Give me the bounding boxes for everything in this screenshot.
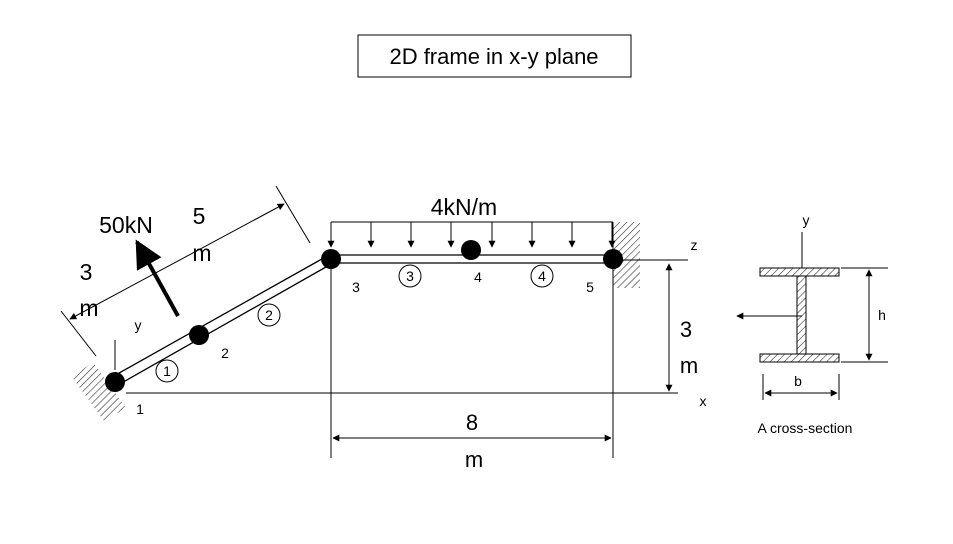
incline-length-unit: m (192, 240, 211, 266)
axis-label-y: y (135, 317, 142, 333)
point-load-label: 50kN (99, 212, 153, 238)
element-label-1-text: 1 (163, 363, 171, 379)
cross-section (736, 232, 888, 400)
distributed-load (327, 221, 616, 248)
title-box: 2D frame in x-y plane (357, 34, 632, 78)
node-1 (105, 372, 125, 392)
node-label-1: 1 (136, 401, 144, 417)
axis-label-x: x (700, 393, 707, 409)
cross-section-y-label: y (803, 212, 810, 228)
element-label-3-text: 3 (406, 268, 414, 284)
element-label-2-text: 2 (265, 307, 273, 323)
node-5 (603, 249, 623, 269)
node-label-3: 3 (352, 279, 360, 295)
node-3 (321, 249, 341, 269)
incline-length-value: 5 (193, 203, 206, 229)
cross-section-caption: A cross-section (758, 420, 853, 436)
node-4 (461, 240, 481, 260)
cross-section-h-label: h (878, 307, 886, 323)
height-dimension-value: 3 (680, 317, 692, 342)
element-label-4-text: 4 (538, 268, 546, 284)
element-label-2: 2 (257, 303, 281, 327)
node-label-5: 5 (586, 279, 594, 295)
axis-label-z: z (691, 237, 698, 253)
node-label-2: 2 (221, 345, 229, 361)
span-dimension-unit: m (465, 447, 483, 472)
element-label-3: 3 (398, 264, 422, 288)
span-dimension-value: 8 (466, 410, 478, 435)
element-label-1: 1 (155, 359, 179, 383)
distributed-load-label: 4kN/m (431, 194, 497, 220)
element-label-4: 4 (530, 264, 554, 288)
height-dimension-unit: m (680, 353, 698, 378)
node-2 (189, 325, 209, 345)
left-dimension-value: 3 (80, 259, 93, 285)
dim-incline-length (69, 203, 285, 320)
diagram-title: 2D frame in x-y plane (389, 44, 598, 69)
member-inclined (111, 254, 334, 386)
support-node-1 (72, 362, 126, 421)
left-dimension-unit: m (79, 295, 98, 321)
point-load-arrow (135, 239, 180, 317)
dim-extension-incline-top (275, 185, 311, 244)
dim-extension-incline-bottom (60, 310, 97, 357)
node-label-4: 4 (474, 269, 482, 285)
cross-section-b-label: b (794, 373, 802, 389)
